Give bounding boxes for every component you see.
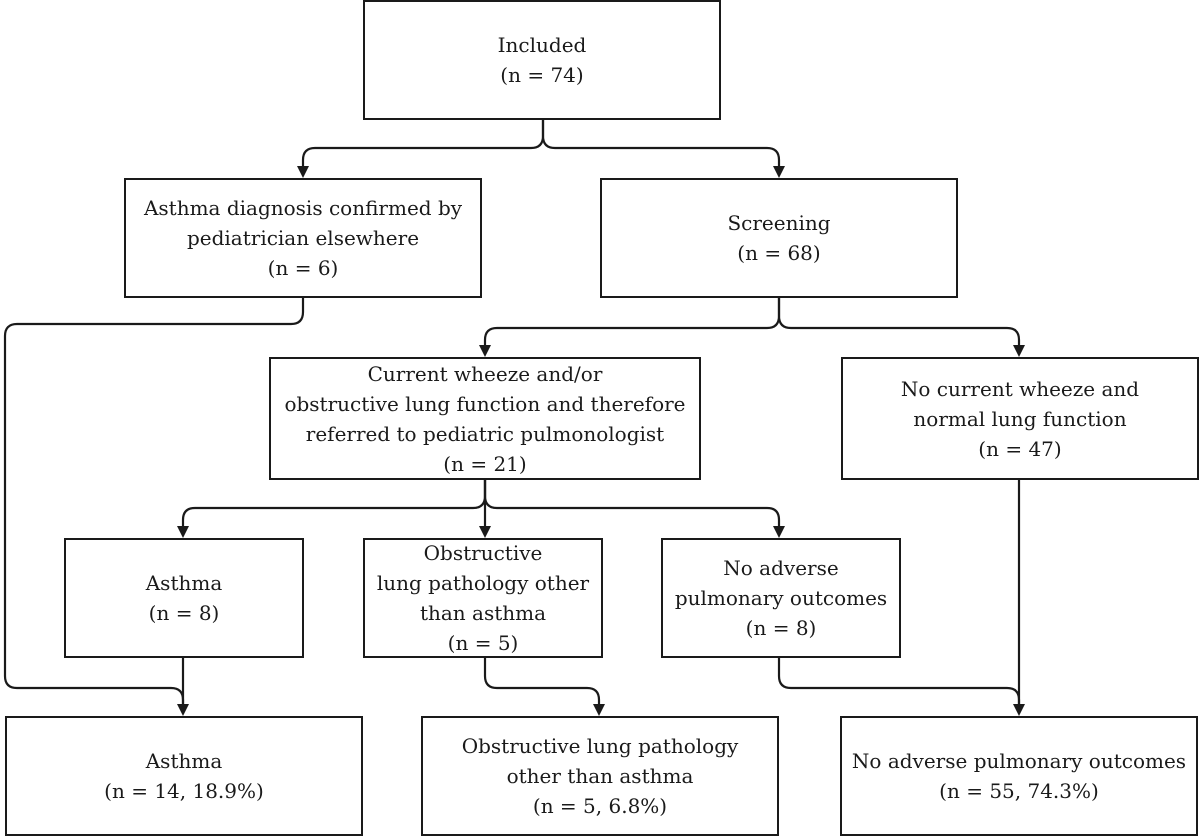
- text-asthma-confirmed-line-1: Asthma diagnosis confirmed by: [143, 196, 463, 220]
- connector-no-adverse-to-no-adverse-final: [777, 658, 1021, 706]
- text-no-current-wheeze-line-2: normal lung function: [913, 406, 1127, 431]
- box-included: Included (n = 74): [363, 0, 721, 120]
- text-asthma-confirmed-line-3: (n = 6): [267, 256, 339, 280]
- text-asthma-confirmed-line-2: pediatrician elsewhere: [186, 226, 420, 250]
- box-asthma-final: Asthma (n = 14, 18.9%): [5, 716, 363, 836]
- box-asthma-referred: Asthma (n = 8): [64, 538, 304, 658]
- arrowhead-obstructive-final: [593, 704, 605, 716]
- text-obstructive-referred-line-4: (n = 5): [447, 631, 519, 655]
- box-no-adverse-referred: No adverse pulmonary outcomes (n = 8): [661, 538, 901, 658]
- connector-current-wheeze-to-asthma: [181, 480, 487, 528]
- connector-included-to-screening: [541, 120, 781, 168]
- text-current-wheeze-line-4: (n = 21): [443, 451, 527, 476]
- box-no-current-wheeze: No current wheeze and normal lung functi…: [841, 357, 1199, 480]
- box-obstructive-final: Obstructive lung pathology other than as…: [421, 716, 779, 836]
- text-no-current-wheeze-line-3: (n = 47): [978, 436, 1062, 461]
- arrowhead-asthma-referred: [177, 526, 189, 538]
- arrowhead-obstructive-referred: [479, 526, 491, 538]
- text-obstructive-final-line-1: Obstructive lung pathology: [461, 734, 739, 758]
- text-no-adverse-referred-line-1: No adverse: [723, 556, 839, 580]
- box-obstructive-referred: Obstructive lung pathology other than as…: [363, 538, 603, 658]
- connector-asthma-confirmed-to-asthma-final: [3, 298, 305, 706]
- arrowhead-asthma-confirmed: [297, 166, 309, 178]
- text-asthma-final-line-2: (n = 14, 18.9%): [104, 779, 264, 803]
- text-current-wheeze-line-3: referred to pediatric pulmonologist: [305, 421, 665, 446]
- box-no-adverse-final: No adverse pulmonary outcomes (n = 55, 7…: [840, 716, 1198, 836]
- arrowhead-screening: [773, 166, 785, 178]
- connector-included-to-asthma-confirmed: [301, 120, 545, 168]
- connector-current-wheeze-to-no-adverse: [483, 480, 781, 528]
- text-obstructive-referred-line-3: than asthma: [419, 601, 547, 625]
- arrowhead-no-current-wheeze: [1013, 345, 1025, 357]
- text-screening-line-1: Screening: [727, 211, 831, 235]
- connector-obstructive-to-obstructive-final: [483, 658, 601, 706]
- text-no-adverse-referred-line-3: (n = 8): [745, 616, 817, 640]
- arrowhead-asthma-final: [177, 704, 189, 716]
- arrowhead-no-adverse-final: [1013, 704, 1025, 716]
- text-asthma-referred-line-2: (n = 8): [148, 601, 220, 625]
- text-no-adverse-final-line-1: No adverse pulmonary outcomes: [851, 749, 1187, 773]
- text-no-adverse-referred-line-2: pulmonary outcomes: [674, 586, 888, 610]
- box-asthma-confirmed: Asthma diagnosis confirmed by pediatrici…: [124, 178, 482, 298]
- text-current-wheeze-line-1: Current wheeze and/or: [367, 361, 603, 386]
- box-screening: Screening (n = 68): [600, 178, 958, 298]
- text-included-line-1: Included: [497, 33, 587, 57]
- box-current-wheeze: Current wheeze and/or obstructive lung f…: [269, 357, 701, 480]
- arrowhead-current-wheeze: [479, 345, 491, 357]
- text-obstructive-referred-line-1: Obstructive: [423, 541, 543, 565]
- text-asthma-referred-line-1: Asthma: [145, 571, 223, 595]
- connector-screening-to-current-wheeze: [483, 298, 781, 347]
- text-included-line-2: (n = 74): [500, 63, 584, 87]
- text-obstructive-final-line-3: (n = 5, 6.8%): [532, 794, 668, 818]
- arrowhead-no-adverse-referred: [773, 526, 785, 538]
- connector-screening-to-no-current-wheeze: [777, 298, 1021, 347]
- text-obstructive-referred-line-2: lung pathology other: [376, 571, 590, 595]
- text-no-adverse-final-line-2: (n = 55, 74.3%): [939, 779, 1099, 803]
- text-no-current-wheeze-line-1: No current wheeze and: [900, 376, 1140, 401]
- text-screening-line-2: (n = 68): [737, 241, 821, 265]
- text-asthma-final-line-1: Asthma: [145, 749, 223, 773]
- text-obstructive-final-line-2: other than asthma: [506, 764, 694, 788]
- text-current-wheeze-line-2: obstructive lung function and therefore: [284, 391, 686, 416]
